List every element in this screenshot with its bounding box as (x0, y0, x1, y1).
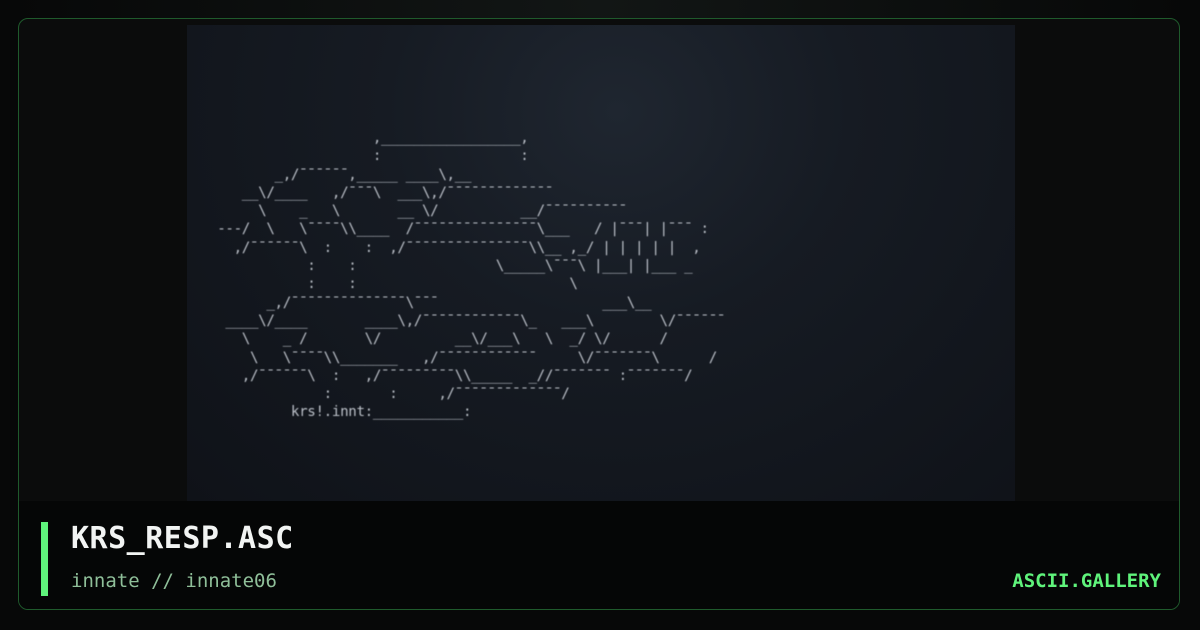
accent-bar (41, 522, 48, 596)
card-frame: ,_________________, : : _,/¯¯¯¯¯¯,_____ … (18, 18, 1180, 610)
artwork-title: KRS_RESP.ASC (71, 521, 294, 556)
site-brand[interactable]: ASCII.GALLERY (1012, 570, 1161, 592)
ascii-art-preview: ,_________________, : : _,/¯¯¯¯¯¯,_____ … (187, 25, 1015, 505)
footer-bar: KRS_RESP.ASC innate // innate06 ASCII.GA… (19, 501, 1179, 609)
ascii-art-text: ,_________________, : : _,/¯¯¯¯¯¯,_____ … (217, 130, 726, 421)
artist-byline[interactable]: innate // innate06 (71, 570, 277, 592)
